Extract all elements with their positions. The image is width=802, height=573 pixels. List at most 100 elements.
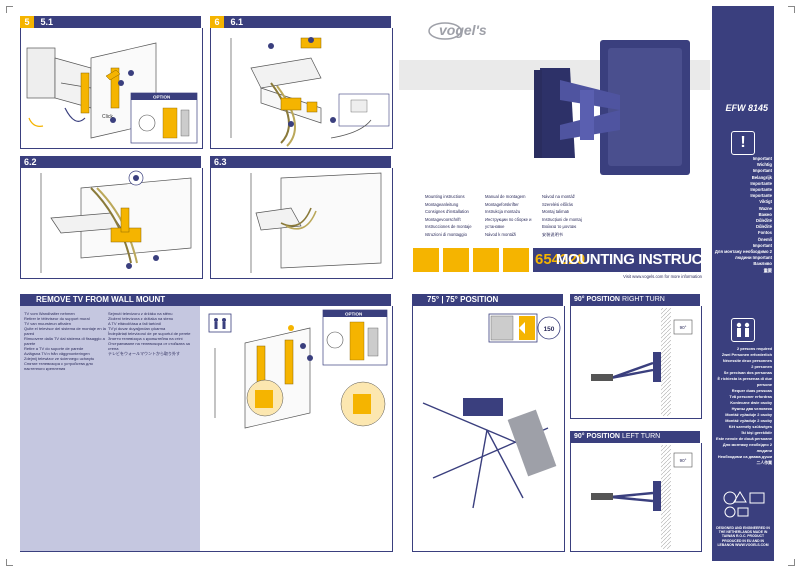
step-number: 5 bbox=[20, 16, 34, 28]
lang-item: Instrukcja montażu bbox=[485, 209, 521, 214]
bullet-item: Zložení televízora z držiaka na stenu bbox=[108, 316, 174, 321]
lang-item: Návod k montáži bbox=[485, 231, 517, 237]
brand-name: vogel's bbox=[439, 22, 487, 38]
certification-icons bbox=[723, 491, 765, 518]
remove-tv-title: REMOVE TV FROM WALL MOUNT bbox=[36, 295, 166, 304]
bullet-item: Отстраняване на телевизора от стойката з… bbox=[108, 341, 190, 351]
persons-item: 2 personen bbox=[751, 364, 772, 369]
angle-label: 90° bbox=[680, 325, 687, 330]
lang-item: Βιολιεια το μοντακι bbox=[542, 224, 577, 229]
footer-text: DESIGNED AND ENGINEERED IN THE NETHERLAN… bbox=[716, 526, 770, 547]
bullet-item: TV'yi duvar duyağından çıkarma bbox=[108, 326, 166, 331]
languages-col2: Manual de montagem Montageforskrifter In… bbox=[485, 193, 540, 238]
bullet-item: TV van muursteun afhalen bbox=[24, 321, 71, 326]
position-90-left-title: 90° POSITION bbox=[574, 433, 620, 440]
crop-mark bbox=[6, 559, 13, 566]
yellow-block bbox=[503, 248, 529, 272]
bullet-item: Retirer le téléviseur du support mural bbox=[24, 316, 90, 321]
step-6-2-header: 6.2 bbox=[20, 156, 201, 168]
lang-item: Návod na montáž bbox=[542, 194, 575, 199]
step-5-panel: Click OPTION bbox=[20, 28, 203, 149]
position-90-left-header: 90° POSITION LEFT TURN bbox=[570, 431, 700, 443]
important-item: Importante bbox=[750, 180, 772, 186]
important-item: Viktigt bbox=[759, 199, 772, 205]
step-label: 6.3 bbox=[214, 157, 227, 167]
position-75-illustration: 150 bbox=[422, 313, 561, 509]
lang-item: Montagevoorschrift bbox=[425, 216, 461, 222]
persons-item: Este nevoie de două persoane bbox=[715, 436, 772, 441]
persons-item: Két személy szükséges bbox=[728, 424, 772, 429]
crop-mark bbox=[788, 6, 795, 13]
option-label: OPTION bbox=[153, 95, 170, 100]
step-6-header: 6 6.1 bbox=[210, 16, 391, 28]
position-90-right-header: 90° POSITION RIGHT TURN bbox=[570, 294, 700, 306]
angle-label: 90° bbox=[680, 458, 687, 463]
persons-item: Zwei Personen erforderlich bbox=[721, 352, 772, 357]
bullet-item: Zdejmij telewizor ze ściennego uchwytu bbox=[24, 356, 95, 361]
persons-item: Необходими са двама души bbox=[717, 454, 772, 459]
important-item: Importante bbox=[750, 187, 772, 193]
position-90-left-illustration: 90° bbox=[591, 445, 693, 549]
step-5-header: 5 5.1 bbox=[20, 16, 201, 28]
step-6-3-illustration bbox=[250, 172, 382, 273]
step-6-3-panel bbox=[210, 168, 393, 279]
bullet-item: Снятие телевизора с устройства для насте… bbox=[24, 361, 93, 371]
persons-item: Montáž vyžaduje 2 osoby bbox=[725, 418, 772, 423]
persons-item: Konieczne dwie osoby bbox=[730, 400, 772, 405]
step-label: 6.2 bbox=[24, 157, 37, 167]
important-icon: ! bbox=[731, 131, 755, 155]
persons-item: İki kişi gereklidir bbox=[741, 430, 773, 435]
lang-item: Инструкции по сборке и установке bbox=[485, 216, 532, 230]
two-persons-icon bbox=[731, 318, 755, 342]
bullet-item: Îndepărtați televizorul de pe suportul d… bbox=[108, 331, 191, 336]
lang-item: Mounting instructions bbox=[425, 194, 465, 199]
lang-item: Consignes d'installation bbox=[425, 209, 469, 214]
remove-tv-bullets-col2: Sejmutí televizoru z držáku na stěnu Zlo… bbox=[108, 311, 196, 356]
bullet-item: TV vom Wandhalter nehmen bbox=[24, 311, 75, 316]
important-item: Fontos bbox=[758, 230, 772, 236]
important-item: Důležité bbox=[755, 224, 772, 230]
important-item: Belangrijk bbox=[751, 174, 772, 180]
remove-tv-header: REMOVE TV FROM WALL MOUNT bbox=[20, 294, 391, 306]
persons-item: Requer duas pessoas bbox=[731, 388, 772, 393]
bullet-item: Rimuovere dalla TV dal sistema di fissag… bbox=[24, 336, 105, 346]
lang-item: Manual de montagem bbox=[485, 194, 526, 199]
bullet-item: テレビをウォールマウントから取り外す bbox=[108, 351, 180, 356]
persons-item: Нужны два человека bbox=[731, 406, 772, 411]
important-item: Importante bbox=[750, 193, 772, 199]
right-sidebar bbox=[712, 6, 774, 561]
lang-item: Szerelési előírás bbox=[542, 201, 573, 207]
bullet-item: Avlägsna TV:n från väggmonteringen bbox=[24, 351, 90, 356]
persons-item: È richiesta la presenza di due persone bbox=[717, 376, 773, 387]
option-label: OPTION bbox=[345, 312, 362, 317]
step-6-3-header: 6.3 bbox=[210, 156, 391, 168]
model-number: EFW 8145 bbox=[725, 103, 768, 113]
lang-item: 安装说明书 bbox=[542, 231, 563, 237]
step-label: 6.1 bbox=[230, 17, 244, 27]
bullet-item: A TV eltávolítása a fali tartóról bbox=[108, 321, 162, 326]
title-banner bbox=[533, 248, 701, 272]
position-75-title: 75° | 75° POSITION bbox=[427, 295, 499, 304]
step-number: 6 bbox=[210, 16, 224, 28]
lang-item: Montaj talimatı bbox=[542, 209, 570, 214]
important-item: Wazne bbox=[758, 205, 772, 211]
important-item: Important bbox=[752, 242, 772, 248]
position-90-right-suffix: RIGHT TURN bbox=[621, 296, 665, 303]
bullet-item: Sejmutí televizoru z držáku na stěnu bbox=[108, 311, 173, 316]
step-6-2-panel bbox=[20, 168, 203, 279]
logo: vogel's bbox=[425, 20, 495, 42]
lang-item: Montageanleitung bbox=[425, 201, 459, 207]
lang-item: Instrucciones de montaje bbox=[425, 224, 472, 229]
step-label: 5.1 bbox=[40, 17, 54, 27]
persons-item: Для монтажу необхідно 2 людини bbox=[722, 442, 772, 453]
part-number: 654320 bbox=[535, 251, 586, 268]
important-item: 重要 bbox=[763, 267, 772, 273]
step-6-panel bbox=[210, 28, 393, 149]
position-90-left-suffix: LEFT TURN bbox=[621, 433, 661, 440]
persons-item: 2 persons required bbox=[736, 346, 772, 351]
lang-item: Instrucțiuni de montaj bbox=[542, 216, 582, 222]
remove-tv-text-box bbox=[20, 306, 200, 551]
important-item: Wichtig bbox=[756, 162, 772, 168]
badge-150: 150 bbox=[544, 326, 555, 333]
title-banner-text: MOUNTING INSTRUCTIONS bbox=[556, 251, 746, 268]
